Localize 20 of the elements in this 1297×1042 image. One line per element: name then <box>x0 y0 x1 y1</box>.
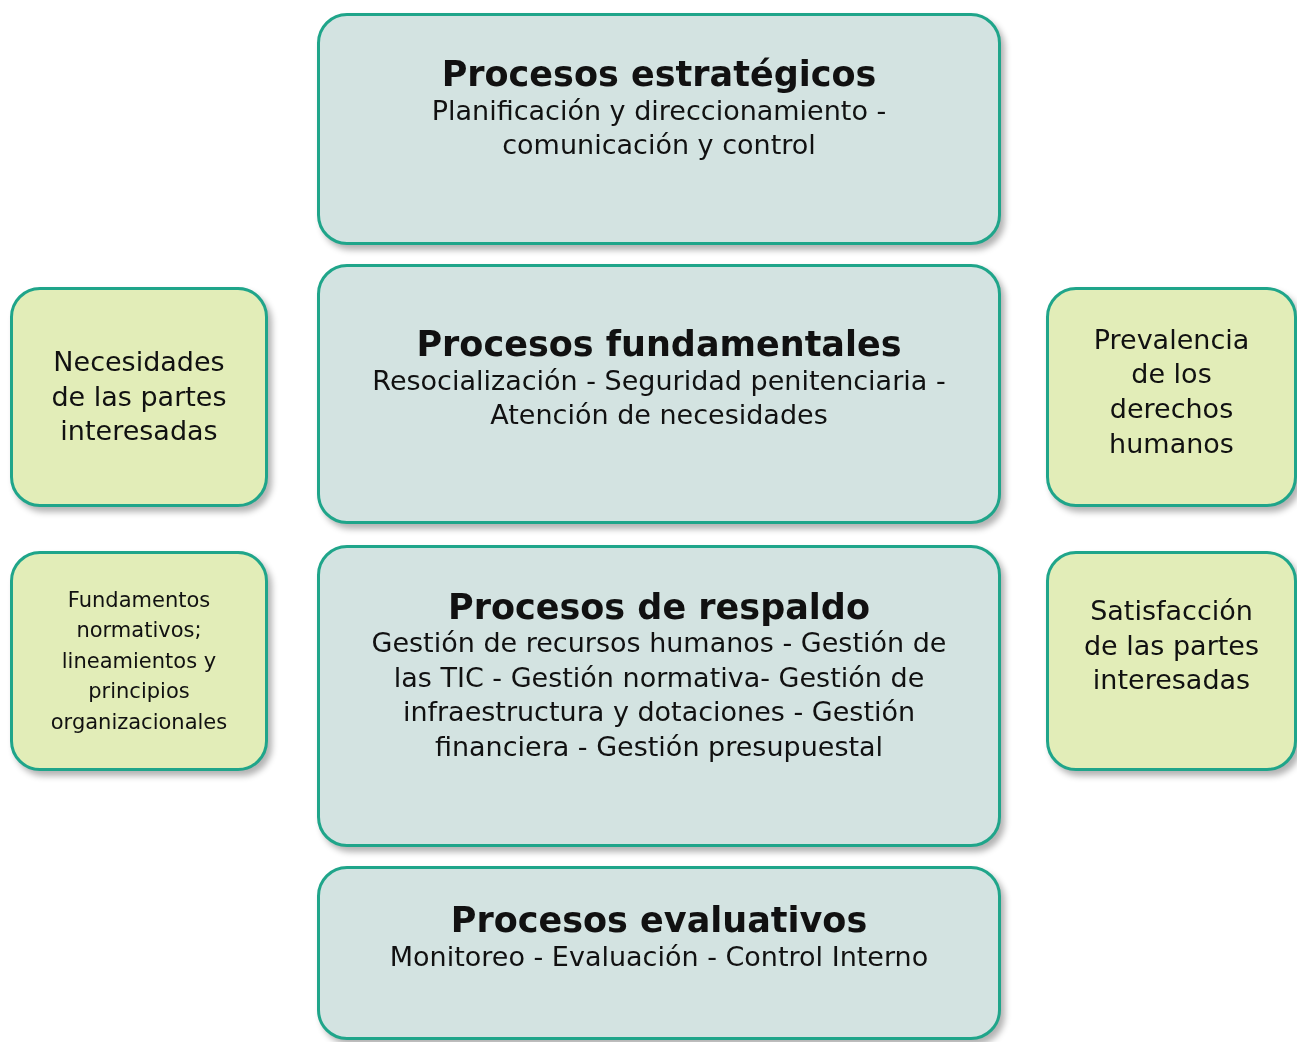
note-box <box>10 551 268 771</box>
box-title: Procesos evaluativos <box>450 901 868 940</box>
box-description: Gestión de recursos humanos - Gestión de las TIC - Gestión normativa- Gestión de infraestructura y dotaciones - Gestión financiera - Gestión presupuestal <box>370 626 948 764</box>
note-box <box>1046 551 1297 771</box>
box-title: Procesos fundamentales <box>416 325 902 364</box>
box-description: Resocialización - Seguridad penitenciaria - Atención de necesidades <box>371 363 947 433</box>
box-text: Fundamentos normativos; lineamientos y principios organizacionales <box>49 586 229 736</box>
process-box <box>317 866 1001 1040</box>
box-description: Monitoreo - Evaluación - Control Interno <box>389 939 929 974</box>
process-box <box>317 264 1001 524</box>
note-box <box>1046 287 1297 507</box>
box-title: Procesos estratégicos <box>441 55 877 94</box>
box-description: Planificación y direccionamiento - comunicación y control <box>430 93 888 163</box>
box-title: Procesos de respaldo <box>448 587 870 627</box>
process-box <box>317 545 1001 847</box>
box-text: Necesidades de las partes interesadas <box>50 345 228 449</box>
note-box <box>10 287 268 507</box>
process-box <box>317 13 1001 245</box>
box-text: Prevalencia de los derechos humanos <box>1092 322 1251 461</box>
box-text: Satisfacción de las partes interesadas <box>1082 594 1261 698</box>
